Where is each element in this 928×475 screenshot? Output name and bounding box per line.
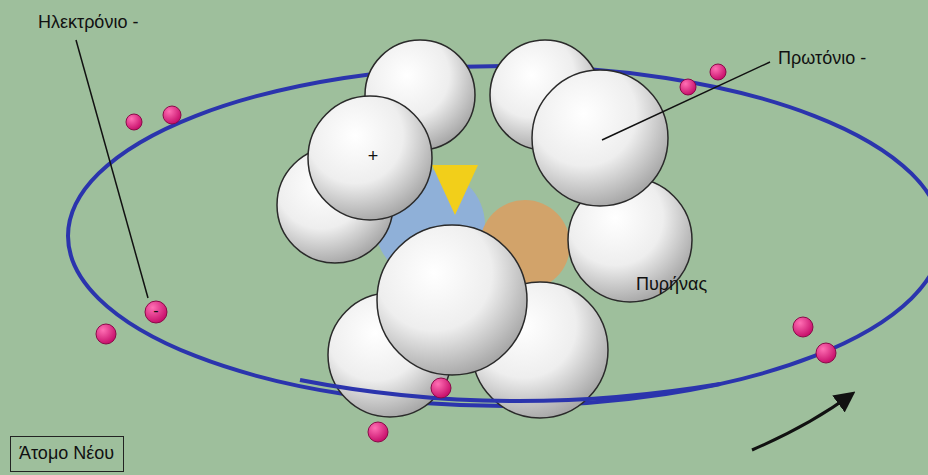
nucleus-label: Πυρήνας <box>636 274 707 296</box>
neutron-sphere <box>432 165 478 215</box>
electron-dot <box>126 114 142 130</box>
electron-dot <box>368 422 388 442</box>
title-text: Άτομο Νέου <box>19 443 115 465</box>
electron-dot <box>680 79 696 95</box>
rotation-arrow <box>752 394 852 450</box>
orbit-ellipse <box>300 380 720 401</box>
electron-dot <box>816 343 836 363</box>
electron-label: Ηλεκτρόνιο - <box>38 12 138 34</box>
electron-dot <box>431 378 451 398</box>
charge-sign: - <box>153 301 158 320</box>
electron-group <box>96 64 836 442</box>
proton-sphere <box>308 96 432 220</box>
charge-sign: + <box>368 146 379 168</box>
electron-dot <box>145 301 167 323</box>
proton-sphere <box>532 70 668 206</box>
leader-line <box>76 40 148 298</box>
electron-dot <box>793 317 813 337</box>
electron-dot <box>710 64 726 80</box>
proton-group <box>277 40 692 418</box>
leader-line <box>602 62 770 140</box>
proton-sphere <box>377 225 527 375</box>
electron-dot <box>163 106 181 124</box>
proton-label: Πρωτόνιο - <box>778 48 866 70</box>
electron-dot <box>96 324 116 344</box>
title-box: Άτομο Νέου <box>10 436 124 472</box>
